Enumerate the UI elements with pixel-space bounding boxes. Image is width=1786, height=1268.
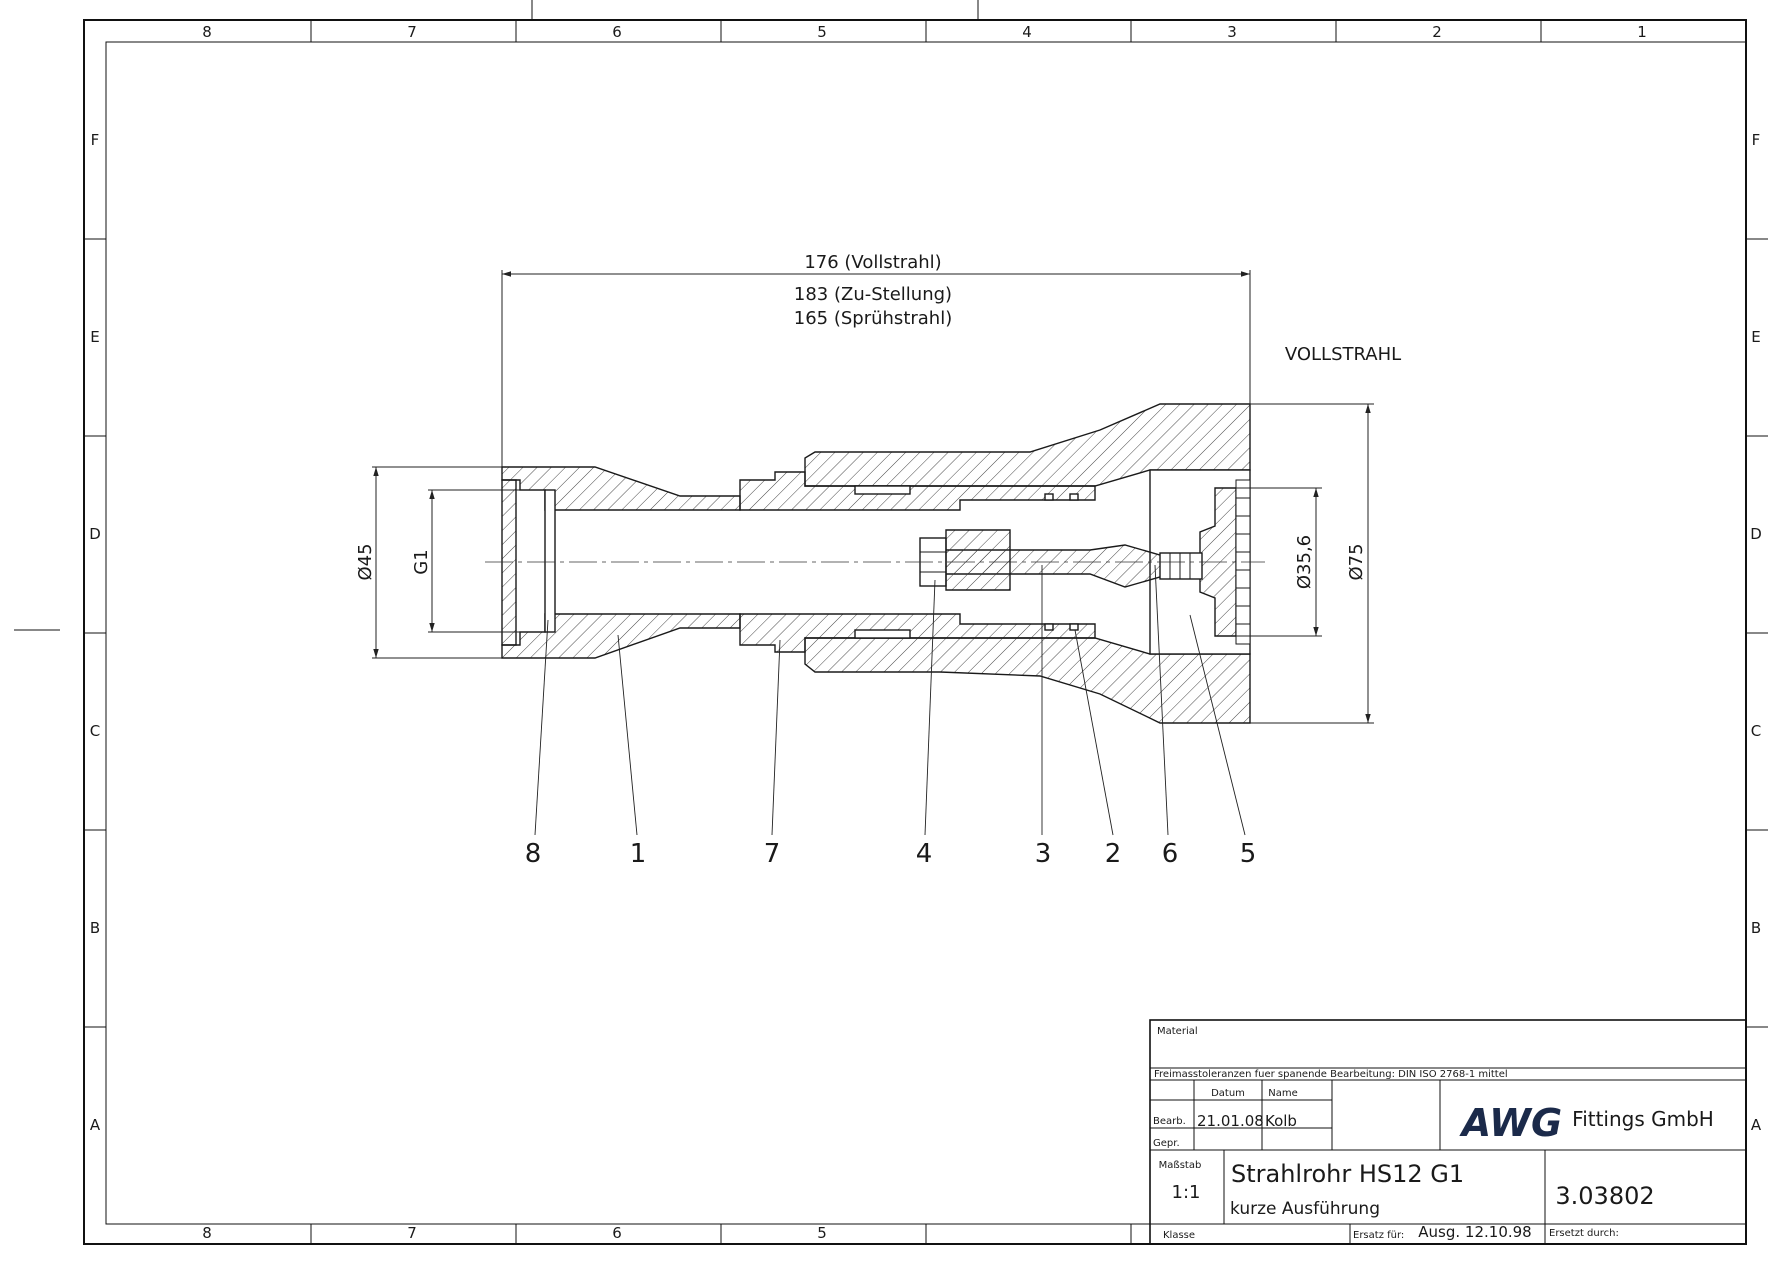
- column-labels-top: 8 7 6 5 4 3 2 1: [202, 23, 1647, 41]
- body-upper: [501, 466, 741, 511]
- tube-groove: [854, 629, 911, 639]
- sleeve-upper: [804, 403, 1251, 487]
- central-block: [945, 529, 1011, 591]
- gasket: [544, 489, 556, 633]
- bearb-date: 21.01.08: [1197, 1112, 1264, 1130]
- tube-groove: [854, 485, 911, 495]
- sleeve-lower: [804, 637, 1251, 724]
- callout-7: 7: [764, 839, 781, 869]
- o-ring: [1069, 493, 1079, 501]
- title-block: [1149, 1019, 1747, 1245]
- zone-col-label: 3: [1227, 23, 1237, 41]
- zone-col-label: 8: [202, 23, 212, 41]
- ersetzt-durch-label: Ersetzt durch:: [1549, 1228, 1619, 1239]
- dim-length-alt2: 165 (Sprühstrahl): [794, 308, 952, 329]
- zone-row-label: A: [90, 1116, 101, 1134]
- zone-grid: [84, 20, 1768, 1244]
- row-labels-left: F E D C B A: [89, 131, 101, 1134]
- zone-row-label: E: [90, 328, 99, 346]
- column-labels-bottom: 8 7 6 5: [202, 1224, 827, 1242]
- zone-row-label: F: [91, 131, 100, 149]
- dim-dia-45: Ø45: [355, 543, 376, 580]
- material-label: Material: [1157, 1026, 1198, 1037]
- zone-col-label: 1: [1637, 23, 1647, 41]
- zone-col-label: 6: [612, 23, 622, 41]
- row-gepr: Gepr.: [1153, 1138, 1180, 1149]
- zone-col-label: 4: [1022, 23, 1032, 41]
- bearb-name: Kolb: [1265, 1112, 1297, 1130]
- dim-length-alt1: 183 (Zu-Stellung): [794, 284, 952, 305]
- zone-col-label: 7: [407, 1224, 417, 1242]
- zone-row-label: D: [1750, 525, 1762, 543]
- zone-row-label: B: [90, 919, 100, 937]
- zone-row-label: D: [89, 525, 101, 543]
- zone-row-label: B: [1751, 919, 1761, 937]
- issue-date: Ausg. 12.10.98: [1418, 1223, 1531, 1241]
- drawing-number: 3.03802: [1555, 1182, 1654, 1210]
- zone-col-label: 6: [612, 1224, 622, 1242]
- nozzle-section: [501, 403, 1251, 724]
- title-main: Strahlrohr HS12 G1: [1231, 1160, 1464, 1188]
- callout-2: 2: [1105, 839, 1122, 869]
- zone-row-label: C: [1751, 722, 1761, 740]
- mode-label: VOLLSTRAHL: [1285, 344, 1401, 365]
- dimension-lines: [372, 270, 1374, 724]
- tolerance-note: Freimasstoleranzen fuer spanende Bearbei…: [1154, 1069, 1508, 1080]
- dim-thread: G1: [411, 549, 432, 574]
- callout-labels: 8 1 7 4 3 2 6 5: [525, 839, 1257, 869]
- body-lower: [501, 613, 741, 659]
- callout-6: 6: [1162, 839, 1179, 869]
- callout-3: 3: [1035, 839, 1052, 869]
- callout-5: 5: [1240, 839, 1257, 869]
- dim-dia-35: Ø35,6: [1294, 535, 1315, 589]
- o-ring: [1044, 493, 1054, 501]
- leader-lines: [534, 564, 1246, 836]
- screw: [1159, 552, 1203, 580]
- callout-8: 8: [525, 839, 542, 869]
- dim-dia-75: Ø75: [1346, 543, 1367, 580]
- scale-label: Maßstab: [1159, 1160, 1202, 1171]
- callout-4: 4: [916, 839, 933, 869]
- col-name: Name: [1268, 1088, 1298, 1099]
- company-name: Fittings GmbH: [1572, 1107, 1714, 1131]
- zone-row-label: A: [1751, 1116, 1762, 1134]
- inlet-face: [501, 479, 517, 646]
- ersatz-fuer-label: Ersatz für:: [1353, 1230, 1404, 1241]
- scale-value: 1:1: [1172, 1182, 1201, 1203]
- zone-col-label: 2: [1432, 23, 1442, 41]
- zone-col-label: 5: [817, 23, 827, 41]
- title-block-texts: Material Freimasstoleranzen fuer spanend…: [1153, 1026, 1714, 1241]
- zone-row-label: E: [1751, 328, 1760, 346]
- dim-length-main: 176 (Vollstrahl): [804, 252, 941, 273]
- dimension-texts: 176 (Vollstrahl) 183 (Zu-Stellung) 165 (…: [355, 252, 1401, 589]
- o-ring: [1044, 623, 1054, 631]
- callout-1: 1: [630, 839, 647, 869]
- zone-col-label: 7: [407, 23, 417, 41]
- zone-col-label: 8: [202, 1224, 212, 1242]
- row-labels-right: F E D C B A: [1750, 131, 1762, 1134]
- zone-col-label: 5: [817, 1224, 827, 1242]
- klasse-label: Klasse: [1163, 1230, 1195, 1241]
- row-bearb: Bearb.: [1153, 1116, 1186, 1127]
- col-datum: Datum: [1211, 1088, 1245, 1099]
- o-ring: [1069, 623, 1079, 631]
- zone-row-label: C: [90, 722, 100, 740]
- title-sub: kurze Ausführung: [1230, 1199, 1380, 1219]
- awg-logo: AWG: [1459, 1101, 1562, 1145]
- zone-row-label: F: [1752, 131, 1761, 149]
